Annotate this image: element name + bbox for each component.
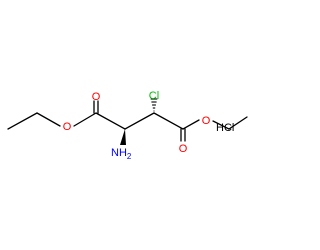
bond-o-ch2-right: [212, 120, 230, 130]
bond-c2-c3: [124, 112, 155, 130]
bond-hash-c3-cl: [150, 98, 158, 112]
atom-o-carbonyl-left: O: [92, 91, 101, 103]
bond-c3-right-ester: [153, 112, 184, 130]
atom-o-ether-left: O: [63, 121, 72, 133]
bond-ch3-ch2-left: [7, 112, 38, 130]
bond-ch2-ch3-right: [228, 116, 248, 130]
atom-o-ether-right: O: [202, 115, 211, 127]
atom-n-amino-subscript: 2: [127, 152, 132, 161]
atom-o-carbonyl-right: O: [179, 143, 188, 155]
structure-drawing: O O O O NH2 Cl HCl: [7, 90, 248, 161]
bond-left-ester-c2: [95, 112, 126, 130]
bond-ch2-o-left: [36, 112, 61, 127]
salt-label: HCl: [216, 122, 234, 134]
atom-cl-substituent: Cl: [149, 90, 159, 102]
bond-o-c-left-ester: [73, 112, 97, 127]
atom-n-amino-label: NH: [111, 147, 127, 159]
molecule-canvas: O O O O NH2 Cl HCl: [7, 90, 248, 161]
bond-c-o-right-ester: [182, 119, 200, 130]
bond-wedge-c2-n: [120, 129, 126, 145]
atom-n-amino: NH2: [111, 147, 132, 161]
